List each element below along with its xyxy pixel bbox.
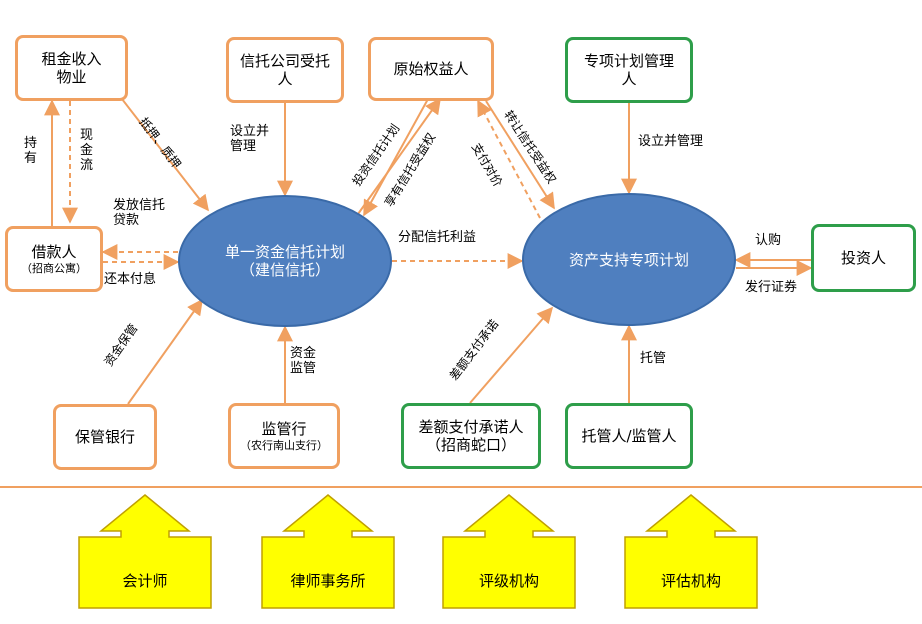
edge-label-issue-loan: 发放信托 贷款 — [113, 198, 166, 228]
accountant-block-arrow: 会计师 — [77, 493, 213, 610]
node-borrower-label: 借款人 — [31, 242, 77, 261]
node-supervisor-bank-sub: （农行南山支行） — [240, 438, 328, 452]
rating-agency-label: 评级机构 — [478, 572, 539, 590]
node-supervisor-bank: 监管行 （农行南山支行） — [228, 403, 340, 469]
arrow-enjoy-benefit — [363, 98, 429, 217]
node-custodian-bank-label: 保管银行 — [74, 428, 135, 446]
arrow-shortfall — [469, 306, 554, 404]
up-arrow-icon — [624, 494, 758, 609]
node-custodian-supervisor-label: 托管人/监管人 — [581, 427, 677, 445]
node-investor: 投资人 — [811, 224, 916, 292]
node-abs-plan-label: 资产支持专项计划 — [568, 250, 689, 269]
arrow-mortgage — [121, 98, 209, 212]
node-borrower: 借款人 （招商公寓） — [5, 226, 103, 292]
arrow-transfer-benefit — [485, 100, 555, 210]
edge-label-custody: 托管 — [640, 351, 667, 366]
node-borrower-sub: （招商公寓） — [21, 261, 87, 275]
node-shortfall-guarantor-label: 差额支付承诺人 （招商蛇口） — [418, 418, 524, 454]
edge-label-distribute-income: 分配信托利益 — [398, 230, 477, 245]
arrow-invest-trust — [357, 97, 441, 215]
node-plan-manager-label: 专项计划管理 人 — [583, 52, 674, 88]
node-custodian-bank: 保管银行 — [53, 404, 157, 470]
node-shortfall-guarantor: 差额支付承诺人 （招商蛇口） — [401, 403, 541, 469]
edge-label-fund-supervision: 资金 监管 — [290, 346, 317, 376]
edge-label-subscribe: 认购 — [755, 233, 782, 248]
edge-label-hold: 持 有 — [24, 136, 38, 166]
node-rent-property-label: 租金收入 物业 — [41, 50, 102, 86]
node-abs-plan: 资产支持专项计划 — [522, 193, 736, 326]
edge-label-trust-establish: 设立并 管理 — [230, 124, 270, 154]
edge-label-plan-establish: 设立并管理 — [638, 134, 704, 149]
node-supervisor-bank-label: 监管行 — [261, 419, 307, 438]
node-rent-property: 租金收入 物业 — [15, 35, 128, 101]
edge-label-cash-flow: 现 金 流 — [80, 128, 94, 173]
arrow-fund-custody — [127, 298, 203, 405]
rating-agency-block-arrow: 评级机构 — [441, 493, 577, 610]
node-plan-manager: 专项计划管理 人 — [565, 37, 693, 103]
up-arrow-icon — [78, 494, 212, 609]
node-trust-plan: 单一资金信托计划 （建信信托） — [178, 195, 392, 327]
node-trust-plan-label: 单一资金信托计划 （建信信托） — [224, 243, 345, 279]
accountant-label: 会计师 — [122, 572, 168, 590]
node-original-beneficiary-label: 原始权益人 — [393, 60, 469, 78]
node-trust-entrusted: 信托公司受托 人 — [226, 37, 344, 103]
law-firm-block-arrow: 律师事务所 — [260, 493, 396, 610]
up-arrow-icon — [442, 494, 576, 609]
appraisal-agency-label: 评估机构 — [660, 572, 721, 590]
law-firm-label: 律师事务所 — [290, 572, 366, 590]
node-trust-entrusted-label: 信托公司受托 人 — [239, 52, 330, 88]
node-original-beneficiary: 原始权益人 — [368, 37, 494, 101]
edge-label-issue-securities: 发行证券 — [745, 280, 798, 295]
node-custodian-supervisor: 托管人/监管人 — [565, 403, 693, 469]
up-arrow-icon — [261, 494, 395, 609]
appraisal-agency-block-arrow: 评估机构 — [623, 493, 759, 610]
arrow-pay-consideration — [477, 99, 541, 219]
edge-label-repay: 还本付息 — [104, 272, 157, 287]
node-investor-label: 投资人 — [840, 249, 886, 267]
